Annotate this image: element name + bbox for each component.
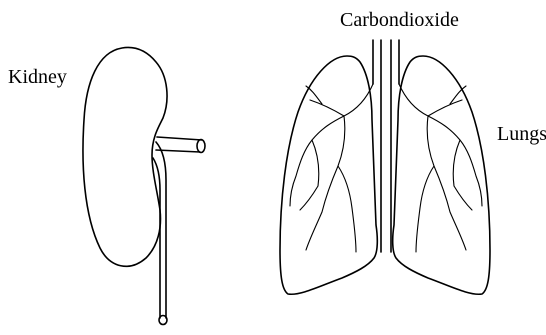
lungs-illustration bbox=[280, 40, 490, 294]
left-bronchial-tree bbox=[290, 84, 373, 252]
ureter-opening bbox=[159, 316, 167, 325]
ureter bbox=[153, 142, 166, 318]
kidney-label: Kidney bbox=[8, 65, 67, 89]
lungs-label: Lungs bbox=[497, 122, 546, 146]
left-lung-outline bbox=[280, 56, 377, 294]
kidney-illustration bbox=[83, 48, 205, 325]
kidney-outline bbox=[83, 48, 167, 267]
carbon-dioxide-label: Carbondioxide bbox=[340, 8, 459, 32]
renal-vessel-opening bbox=[197, 140, 205, 153]
renal-vessel bbox=[156, 137, 202, 152]
right-bronchial-tree bbox=[399, 84, 482, 252]
trachea bbox=[373, 40, 399, 252]
